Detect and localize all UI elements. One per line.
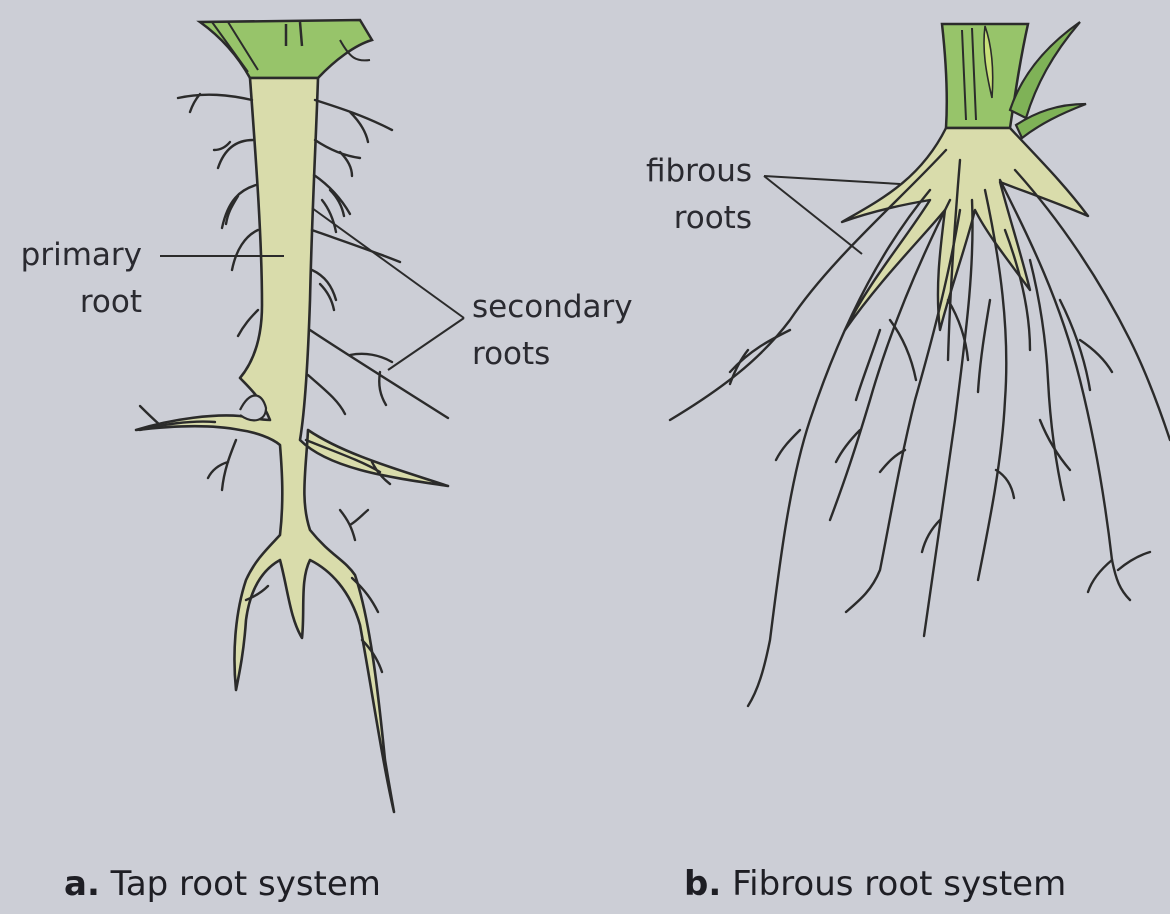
caption-fibrous-root: b. Fibrous root system: [684, 864, 1066, 904]
fibrous-roots-label-line2: roots: [628, 195, 752, 242]
primary-root-label: primary root: [12, 232, 142, 326]
caption-tap-root-letter: a.: [64, 864, 100, 904]
fibrous-roots-label-line1: fibrous: [628, 148, 752, 195]
secondary-roots-label-line1: secondary: [472, 284, 633, 331]
caption-fibrous-root-letter: b.: [684, 864, 721, 904]
primary-root-label-line2: root: [12, 279, 142, 326]
primary-root-label-line1: primary: [12, 232, 142, 279]
caption-tap-root: a. Tap root system: [64, 864, 381, 904]
primary-root-shape: [136, 78, 448, 812]
caption-fibrous-root-text: Fibrous root system: [732, 864, 1066, 904]
fibrous-root-stem: [942, 22, 1086, 138]
fibrous-root-drawing: [670, 22, 1170, 706]
fibrous-roots-label: fibrous roots: [628, 148, 752, 242]
fibrous-root-leaders: [764, 176, 900, 254]
secondary-roots-label-line2: roots: [472, 331, 633, 378]
tap-root-stem: [200, 20, 372, 78]
caption-tap-root-text: Tap root system: [111, 864, 381, 904]
secondary-roots-label: secondary roots: [472, 284, 633, 378]
tap-root-drawing: [136, 20, 448, 812]
